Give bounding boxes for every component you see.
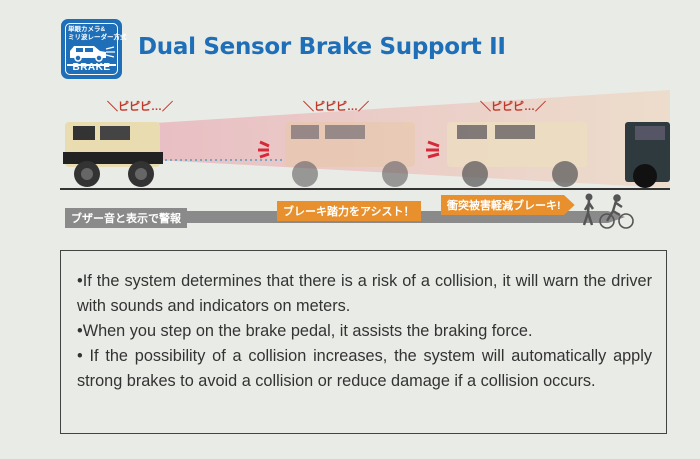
cyclist-icon <box>599 194 634 229</box>
beep-text-1: ＼ピピピ…／ <box>107 101 173 113</box>
bullet-assist: •When you step on the brake pedal, it as… <box>77 322 533 340</box>
beep-text-2: ＼ピピピ…／ <box>303 101 369 113</box>
bullet-auto-brake: • If the possibility of a collision incr… <box>77 347 652 390</box>
description-box: •If the system determines that there is … <box>60 250 667 434</box>
badge-brake-label: BRAKE <box>72 62 111 73</box>
badge-divider <box>67 64 116 66</box>
badge-line2: ミリ波レーダー方式 <box>68 34 127 41</box>
stage-auto-brake-label: 衝突被害軽減ブレーキ! <box>441 195 575 215</box>
badge-line1: 単眼カメラ& <box>68 26 106 33</box>
pedestrian-icon <box>582 193 595 226</box>
brake-illustration: ＼ピピピ…／ ＼ピピピ…／ ＼ピピピ…／ ブザー音と表示で警報 ブレーキ踏力をア… <box>55 90 670 240</box>
beep-text-3: ＼ピピピ…／ <box>480 101 546 113</box>
car-1 <box>63 122 163 187</box>
stage-assist-label: ブレーキ踏力をアシスト！ <box>277 201 421 221</box>
scene-graphics <box>63 90 670 188</box>
stage-warning-label: ブザー音と表示で警報 <box>65 208 187 228</box>
car-radar-icon <box>70 46 115 62</box>
badge-border <box>65 23 118 75</box>
pedestrian-cyclist-icon <box>582 193 634 229</box>
ground-line <box>60 188 670 190</box>
page-title: Dual Sensor Brake Support II <box>138 34 506 60</box>
brake-badge: 単眼カメラ& ミリ波レーダー方式 BRAKE <box>61 19 127 79</box>
bullet-warning: •If the system determines that there is … <box>77 272 652 315</box>
